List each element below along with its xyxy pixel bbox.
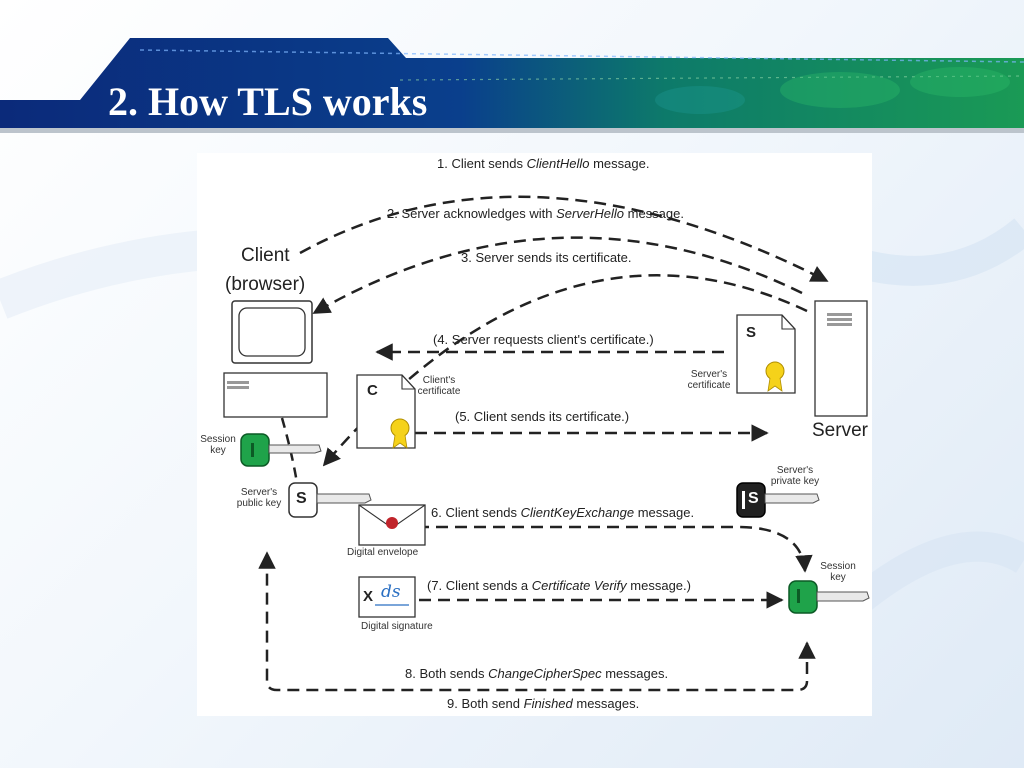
- client-label-line2: (browser): [225, 274, 306, 295]
- signature-scribble: ds: [381, 582, 401, 602]
- client-certificate-icon: [356, 374, 416, 449]
- step-6-label: 6. Client sends ClientKeyExchange messag…: [431, 505, 695, 520]
- step-2-label: 2. Server acknowledges with ServerHello …: [387, 206, 684, 221]
- client-certificate-letter: C: [367, 382, 378, 399]
- arrow-step-6: [417, 525, 813, 573]
- digital-envelope-icon: [358, 504, 426, 546]
- digital-envelope-label: Digital envelope: [347, 547, 419, 558]
- digital-signature-label: Digital signature: [361, 621, 433, 632]
- server-certificate-icon: [736, 314, 796, 394]
- step-7-label: (7. Client sends a Certificate Verify me…: [427, 578, 691, 593]
- arrow-step-1: [299, 195, 829, 283]
- server-certificate-letter: S: [746, 324, 757, 341]
- server-tower-icon: [814, 300, 868, 417]
- digital-signature-icon: [358, 576, 416, 618]
- title-banner: [0, 38, 1024, 133]
- step-8-label: 8. Both sends ChangeCipherSpec messages.: [405, 666, 669, 681]
- arrow-step-8: [258, 551, 816, 692]
- arrow-step-2: [312, 236, 803, 315]
- step-4-label: (4. Server requests client's certificate…: [433, 332, 654, 347]
- server-label: Server: [812, 420, 868, 441]
- slide-title: 2. How TLS works: [108, 79, 428, 124]
- step-9-label: 9. Both send Finished messages.: [447, 696, 640, 711]
- client-session-key-icon: [240, 433, 322, 467]
- server-private-key-icon: [736, 482, 820, 518]
- client-computer-icon: [223, 300, 328, 418]
- tls-handshake-diagram: Client (browser) Server 1. Client sends …: [197, 153, 872, 716]
- signature-x: X: [363, 588, 374, 605]
- step-5-label: (5. Client sends its certificate.): [455, 409, 630, 424]
- server-session-key-icon: [788, 580, 870, 614]
- step-1-label: 1. Client sends ClientHello message.: [437, 156, 650, 171]
- public-key-letter: S: [296, 490, 307, 507]
- step-3-label: 3. Server sends its certificate.: [461, 250, 632, 265]
- server-public-key-icon: [288, 482, 372, 518]
- diagram-drawing: [223, 195, 870, 692]
- client-label-line1: Client: [241, 245, 290, 266]
- private-key-letter: S: [748, 490, 759, 507]
